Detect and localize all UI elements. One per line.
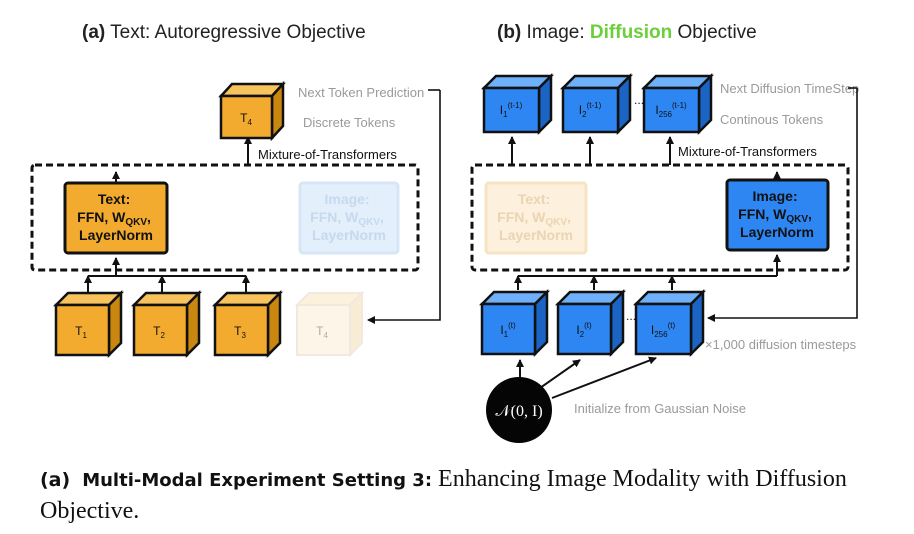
panel-a: (a) Text: Autoregressive Objective Text:… xyxy=(30,22,441,359)
timesteps-label: ×1,000 diffusion timesteps xyxy=(705,337,857,352)
svg-text:I256(t): I256(t) xyxy=(651,321,676,339)
svg-text:I2(t-1): I2(t-1) xyxy=(579,101,602,119)
svg-text:I1(t): I1(t) xyxy=(500,321,516,339)
input-token-t3: T3 xyxy=(211,289,284,359)
gaussian-noise-label: 𝒩(0, I) xyxy=(495,403,542,420)
input-token-t4-faded: T4 xyxy=(294,290,365,358)
noise-init-label: Initialize from Gaussian Noise xyxy=(574,401,746,416)
svg-text:I1(t-1): I1(t-1) xyxy=(500,101,523,119)
output-token-i1: I1(t-1) xyxy=(480,72,555,136)
caption-text: Enhancing Image Modality with Diffusion … xyxy=(40,466,847,524)
mot-label-b: Mixture-of-Transformers xyxy=(678,144,817,159)
svg-text:T3: T3 xyxy=(234,324,246,340)
panel-a-title: (a) Text: Autoregressive Objective xyxy=(82,22,366,43)
image-ffn-label-a: Image: FFN, WQKV, LayerNorm xyxy=(310,191,388,243)
continuous-tokens-label: Continous Tokens xyxy=(720,112,824,127)
diagram: (a) Text: Autoregressive Objective Text:… xyxy=(30,22,859,443)
text-ffn-label-a: Text: FFN, WQKV, LayerNorm xyxy=(77,191,155,243)
gaussian-noise-circle xyxy=(486,377,552,443)
mot-box-a xyxy=(30,163,420,272)
output-token-i256: I256(t-1) xyxy=(640,72,715,136)
text-ffn-block-b-faded xyxy=(484,181,588,255)
panel-b-title: (b) Image: Diffusion Objective xyxy=(497,22,757,43)
input-token-i2: I2(t) xyxy=(554,288,627,358)
input-token-t2: T2 xyxy=(130,289,203,359)
discrete-tokens-label: Discrete Tokens xyxy=(303,115,396,130)
image-ffn-block-a-faded xyxy=(298,181,400,255)
svg-text:I2(t): I2(t) xyxy=(576,321,592,339)
figure-caption: (a) Multi-Modal Experiment Setting 3: En… xyxy=(40,464,910,527)
next-timestep-label: Next Diffusion TimeStep xyxy=(720,81,859,96)
panel-b: (b) Image: Diffusion Objective Text: FFN… xyxy=(470,22,859,443)
mot-box-b xyxy=(470,163,850,272)
input-token-i1: I1(t) xyxy=(478,288,551,358)
next-token-label: Next Token Prediction xyxy=(298,85,424,100)
input-ellipsis: ... xyxy=(626,309,636,323)
svg-text:T4: T4 xyxy=(316,324,328,340)
image-ffn-label-b: Image: FFN, WQKV, LayerNorm xyxy=(738,188,816,240)
svg-text:T1: T1 xyxy=(75,324,87,340)
svg-text:T4: T4 xyxy=(240,111,252,127)
output-token-t4: T4 xyxy=(218,80,286,142)
input-token-i256: I256(t) xyxy=(632,288,707,358)
output-ellipsis: ... xyxy=(634,93,644,107)
svg-text:I256(t-1): I256(t-1) xyxy=(655,101,687,119)
output-token-i2: I2(t-1) xyxy=(559,72,634,136)
svg-text:T2: T2 xyxy=(153,324,165,340)
mot-label-a: Mixture-of-Transformers xyxy=(258,147,397,162)
caption-lead: Multi-Modal Experiment Setting 3: xyxy=(82,470,433,491)
text-ffn-label-b: Text: FFN, WQKV, LayerNorm xyxy=(497,191,575,243)
caption-tag: (a) xyxy=(40,469,71,491)
input-token-t1: T1 xyxy=(52,289,125,359)
